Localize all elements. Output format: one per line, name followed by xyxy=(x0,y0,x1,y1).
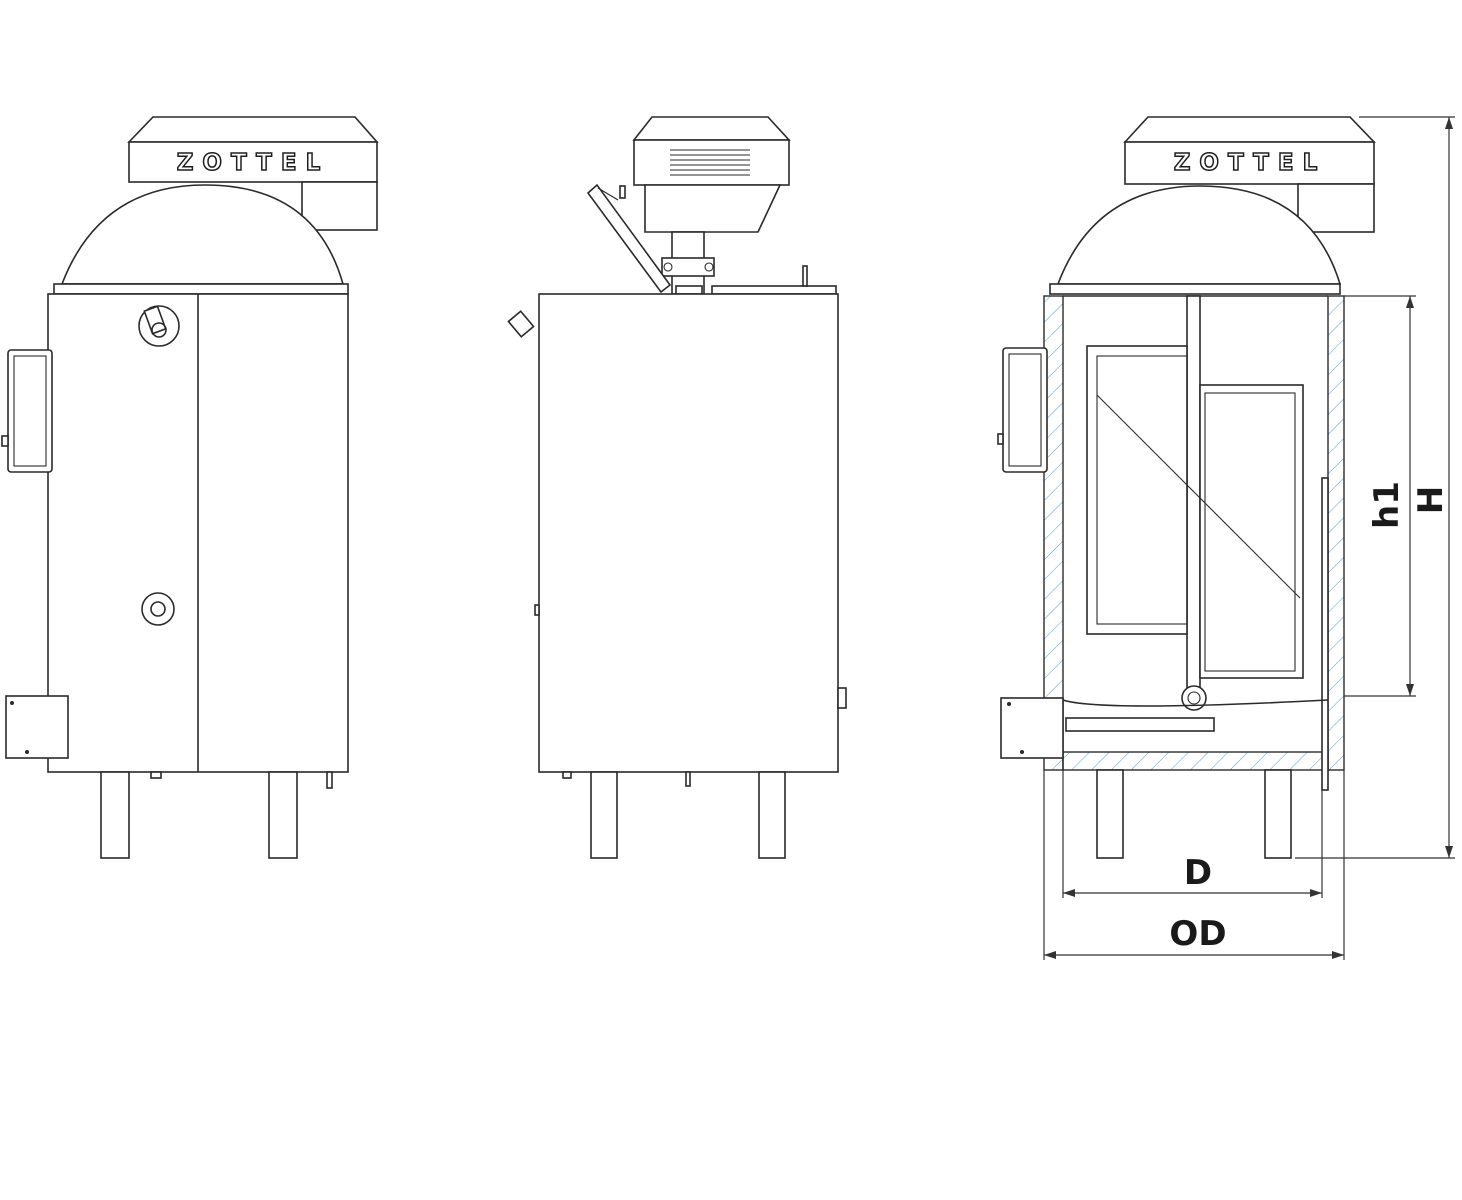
control-box: ZOTTEL xyxy=(127,116,379,231)
mid-fitting xyxy=(141,592,175,626)
legs xyxy=(100,771,333,859)
motor-head xyxy=(632,116,791,233)
lid xyxy=(586,183,672,294)
front-view: ZOTTEL xyxy=(1,116,379,859)
brand-label: ZOTTEL xyxy=(177,150,330,176)
section-view: ZOTTEL xyxy=(997,116,1376,859)
dim-od-label: OD xyxy=(1169,914,1226,954)
dim-h1-label: h1 xyxy=(1367,481,1407,529)
junction-box xyxy=(5,695,69,759)
dome xyxy=(53,184,349,295)
section-control-box: ZOTTEL xyxy=(1123,116,1376,233)
shaft xyxy=(661,231,715,295)
right-baffle xyxy=(1199,384,1304,679)
section-brand-label: ZOTTEL xyxy=(1174,150,1327,176)
dim-d-label: D xyxy=(1184,853,1212,893)
top-fitting xyxy=(138,305,180,347)
side-panel xyxy=(1,349,53,473)
dim-h-label: H xyxy=(1411,486,1451,514)
dimension-lines: D OD h1 H xyxy=(1043,116,1455,960)
left-baffle xyxy=(1086,345,1188,635)
side-body xyxy=(538,293,839,773)
insulation-walls xyxy=(1043,295,1345,771)
side-view xyxy=(507,116,847,859)
